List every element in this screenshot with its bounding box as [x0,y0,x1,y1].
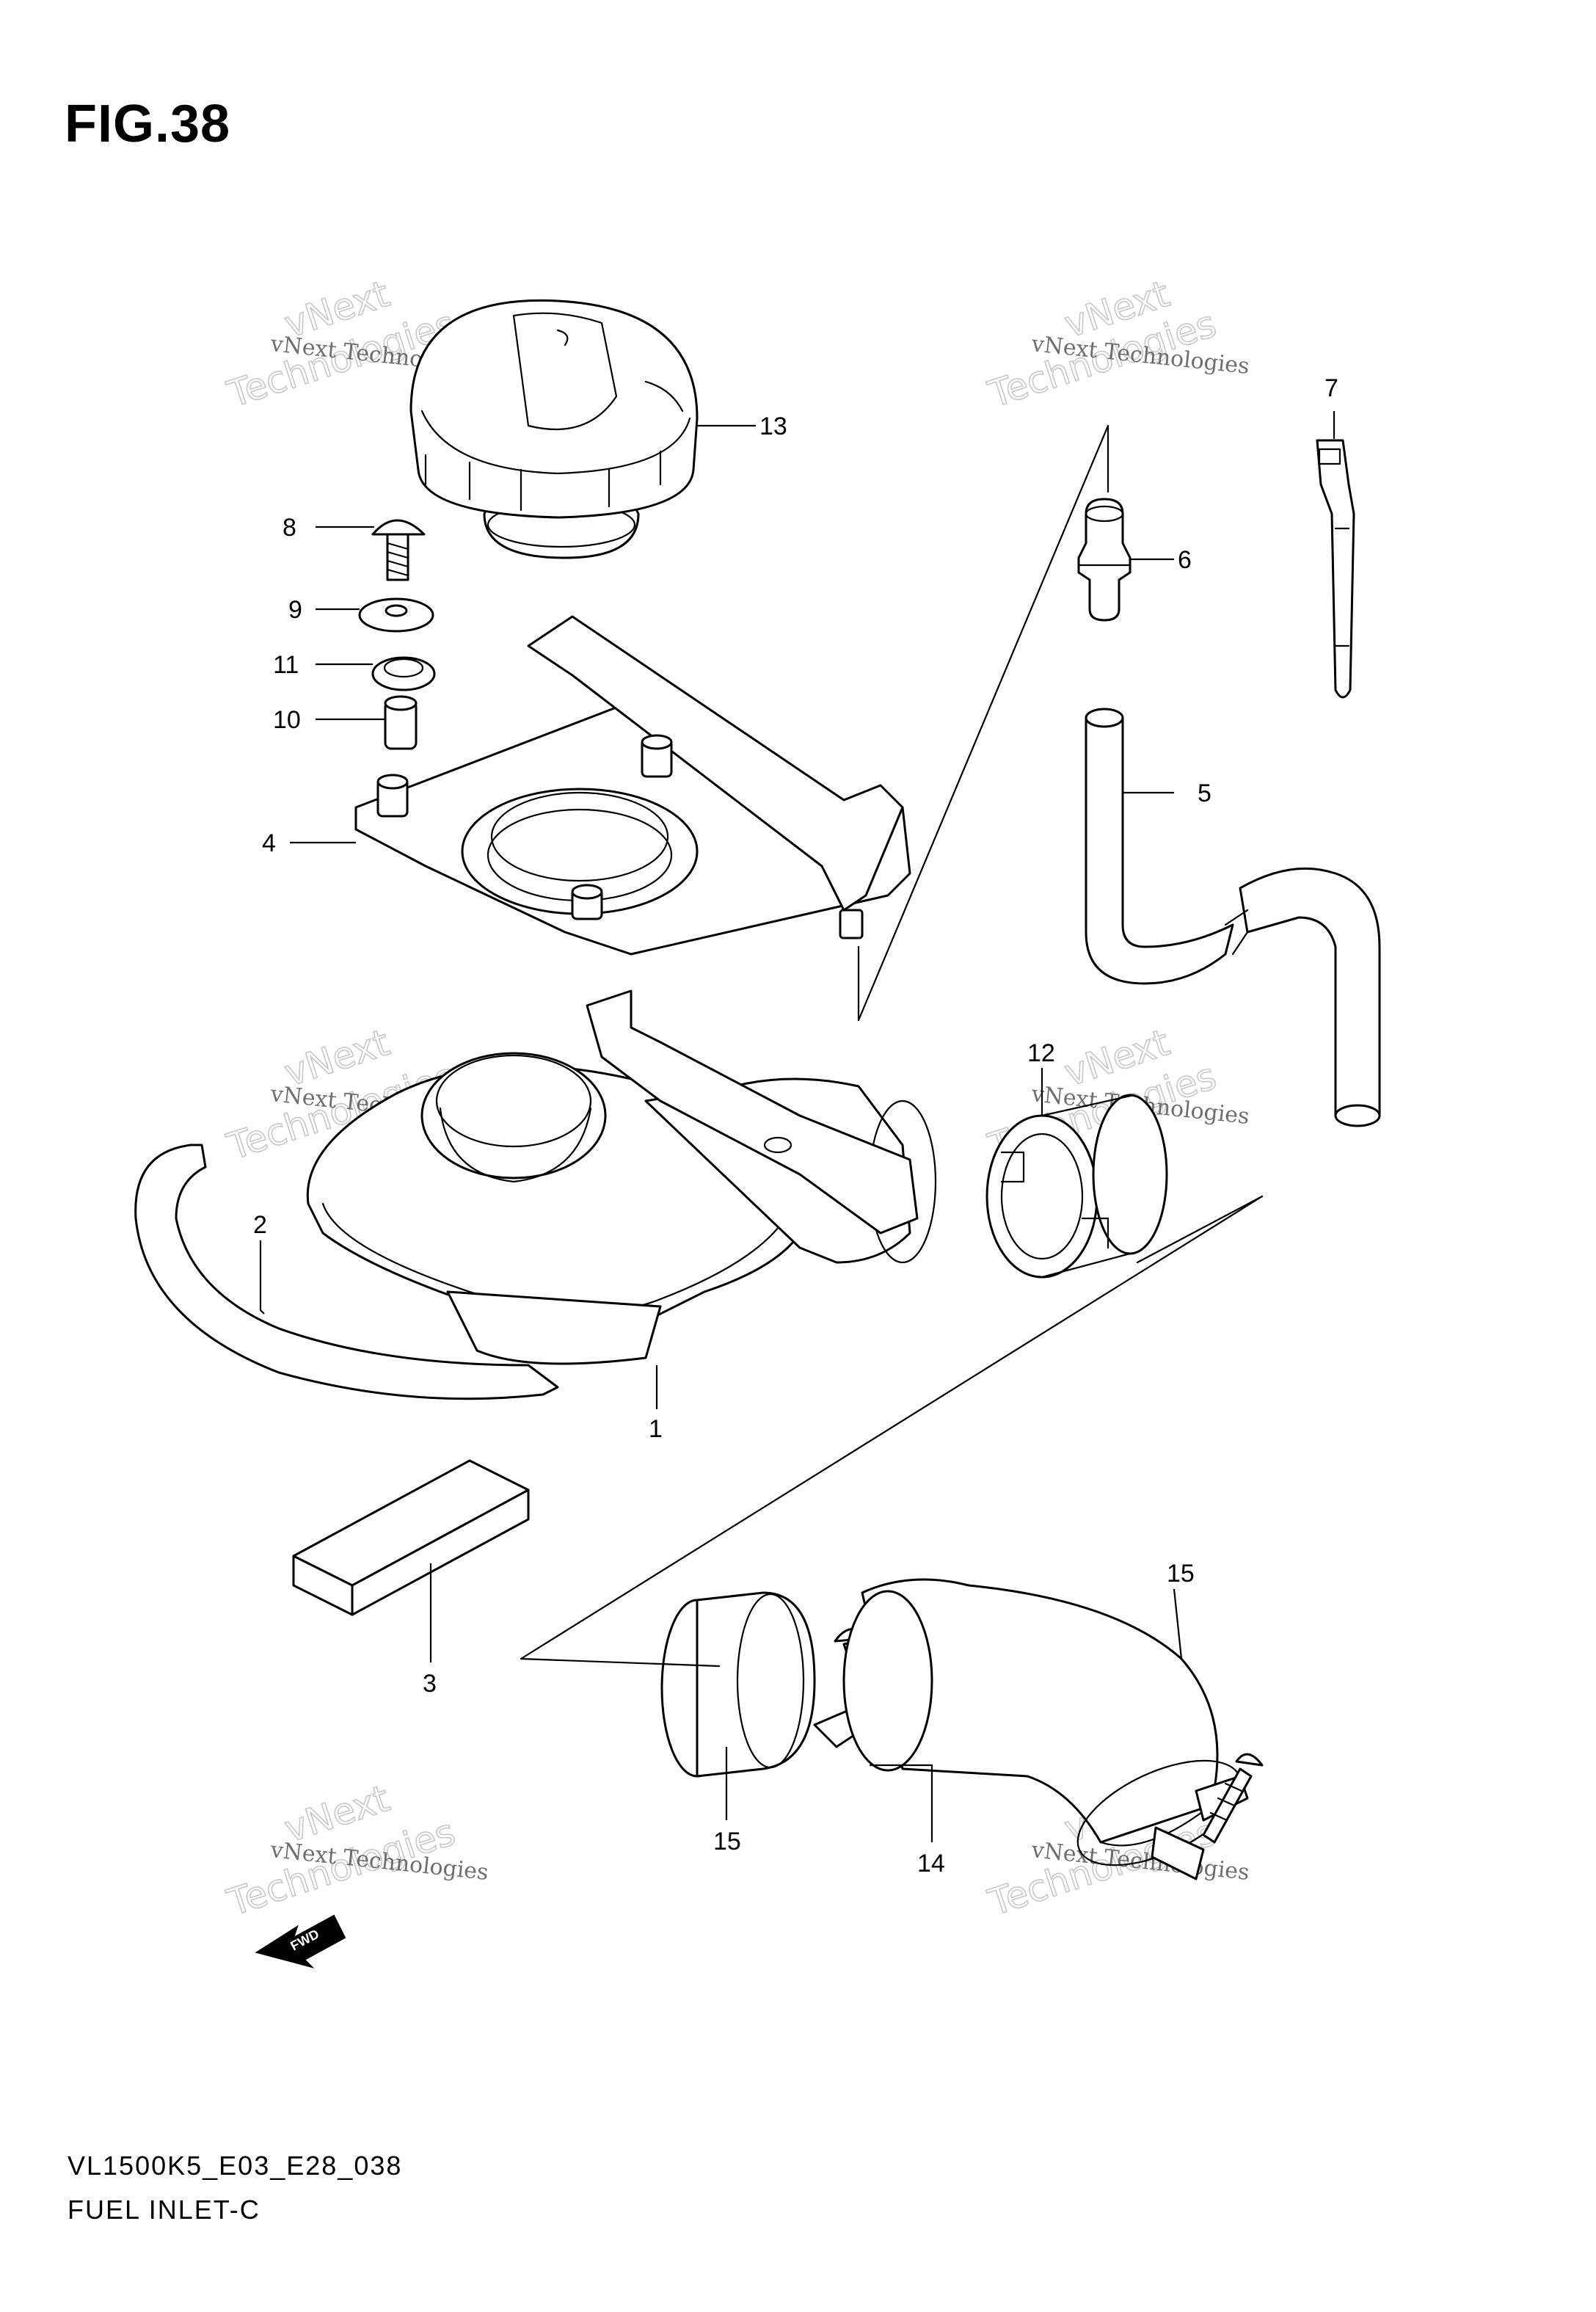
part-3-pad [292,1459,530,1616]
part-label-10: 10 [273,706,301,734]
part-6-fitting [1077,498,1132,622]
part-8-screw [371,519,426,581]
part-13-fuel-cap [409,299,699,559]
fwd-arrow: FWD [255,1914,346,1969]
part-label-12: 12 [1027,1039,1055,1067]
assembly-lines [520,424,1264,1668]
part-label-14: 14 [917,1850,945,1877]
part-label-3: 3 [423,1670,437,1698]
part-15-clamp-left [660,1591,882,1778]
part-14-connector [842,1578,1242,1866]
part-4-bracket [354,615,911,956]
leader-lines [259,411,1336,1842]
part-15-clamp-right [1151,1753,1264,1880]
part-label-7: 7 [1324,374,1338,402]
part-labels: 13 6 7 5 8 9 11 10 4 2 1 12 3 15 15 14 [253,374,1338,1877]
part-label-1: 1 [649,1415,663,1443]
part-11-grommet [371,656,436,691]
part-9-washer [358,597,434,633]
part-label-15-right: 15 [1167,1560,1195,1588]
part-2-trim [134,1144,559,1400]
part-1-fuel-inlet [306,989,937,1365]
part-label-13: 13 [759,412,787,440]
part-label-15-left: 15 [713,1828,741,1855]
watermark-top-right: vNext Technologies vNext Technologies [983,272,1250,416]
watermark-bottom-left: vNext Technologies vNext Technologies [222,1776,489,1924]
part-label-6: 6 [1178,546,1192,574]
part-label-11: 11 [273,651,299,679]
part-5-hose [1085,708,1381,1127]
part-10-spacer [384,695,418,750]
section-name: FUEL INLET-C [68,2195,260,2225]
part-7-tie [1316,439,1355,699]
model-code: VL1500K5_E03_E28_038 [68,2151,403,2181]
part-label-9: 9 [288,596,302,624]
figure-title: FIG.38 [65,95,231,153]
part-12-ring [985,1094,1168,1279]
part-label-5: 5 [1198,779,1211,807]
part-label-8: 8 [283,514,296,542]
arrow-left-icon [255,1914,346,1969]
part-label-4: 4 [262,829,276,857]
part-label-2: 2 [253,1211,267,1239]
